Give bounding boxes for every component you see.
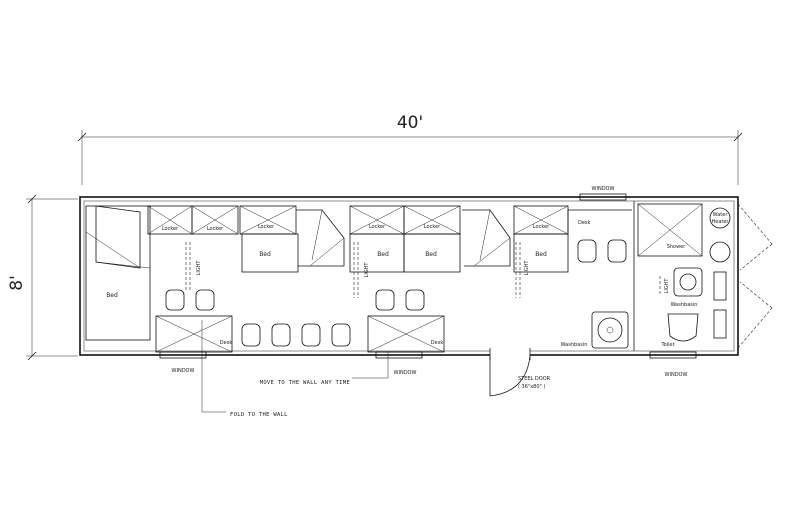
toilet [667,313,699,342]
chair-icon [331,323,351,347]
chair-icon [301,323,321,347]
toilet-label: Toilet [660,342,674,348]
shower [637,203,703,257]
shower-label: Shower [667,244,687,250]
bed-label: Bed [377,251,389,258]
chair-icon [165,289,185,311]
washbasin-sink [673,267,703,297]
fold-to-wall-note: FOLD TO THE WALL [230,412,288,418]
window-label: WINDOW [592,186,615,192]
note-fold-to-wall: FOLD TO THE WALL [201,320,288,418]
chair-icon [607,239,627,263]
window-label: WINDOW [172,368,195,374]
light-fixtures: LIGHT LIGHT LIGHT LIGHT [185,242,670,298]
locker-label: Locker [424,224,441,230]
light-label: LIGHT [524,260,530,276]
chair-icon [241,323,261,347]
desk-2: Desk [367,315,445,353]
chair-icon [375,289,395,311]
desk-label: Desk [578,220,591,226]
desk-3: Desk [567,209,632,234]
locker-label: Locker [369,224,386,230]
bed-label: Bed [535,251,547,258]
locker-group-2: Locker Locker Bed Bed [349,205,461,273]
bed-label: Bed [106,292,118,299]
light-label: LIGHT [664,278,670,294]
steel-door: STEEL DOOR ( 36"x80" ) [489,348,551,397]
locker-label: Locker [533,224,550,230]
washbasin [591,311,629,349]
length-label: 40' [397,113,423,133]
chair-icon [405,289,425,311]
bed-left: Bed [85,205,151,341]
end-doors [737,203,773,349]
water-heater-label-2: Heater [712,219,730,225]
water-heater [709,207,731,229]
bed-bunk-1: Locker Bed [239,205,345,273]
light-label: LIGHT [196,260,202,276]
washbasin-label: Washbasin [561,342,588,348]
water-heater-label: Water [713,212,729,218]
move-to-wall-note: MOVE TO THE WALL ANY TIME [260,380,350,386]
width-dimension: 8' [7,194,78,361]
window-top [579,193,627,201]
locker-label: Locker [207,226,224,232]
window-label: WINDOW [665,372,688,378]
width-label: 8' [7,275,27,291]
locker-label: Locker [258,224,275,230]
windows: WINDOW WINDOW WINDOW WINDOW [159,186,697,378]
window-bottom-3 [649,351,697,359]
window-label: WINDOW [394,370,417,376]
desk-1: Desk [155,315,233,353]
locker-group-1: Locker Locker [147,205,239,235]
bathroom: Shower Water Heater Washbasin Toilet Was… [561,201,731,351]
steel-door-size: ( 36"x80" ) [518,384,545,390]
bed-bunk-3: Locker Bed [462,205,569,273]
chair-icon [195,289,215,311]
steel-door-label: STEEL DOOR [518,376,551,382]
outer-walls [79,196,739,356]
desk-label: Desk [220,340,233,346]
chair-icon [271,323,291,347]
window-bottom-1 [159,351,207,359]
desk-label: Desk [431,340,444,346]
light-label: LIGHT [364,262,370,278]
chairs [165,239,627,347]
bed-label: Bed [259,251,271,258]
note-move-to-wall: MOVE TO THE WALL ANY TIME [260,352,389,386]
locker-label: Locker [162,226,179,232]
bed-label: Bed [425,251,437,258]
window-bottom-2 [375,351,423,359]
washbasin-label-upper: Washbasin [671,302,698,308]
length-dimension: 40' [77,113,743,185]
chair-icon [577,239,597,263]
